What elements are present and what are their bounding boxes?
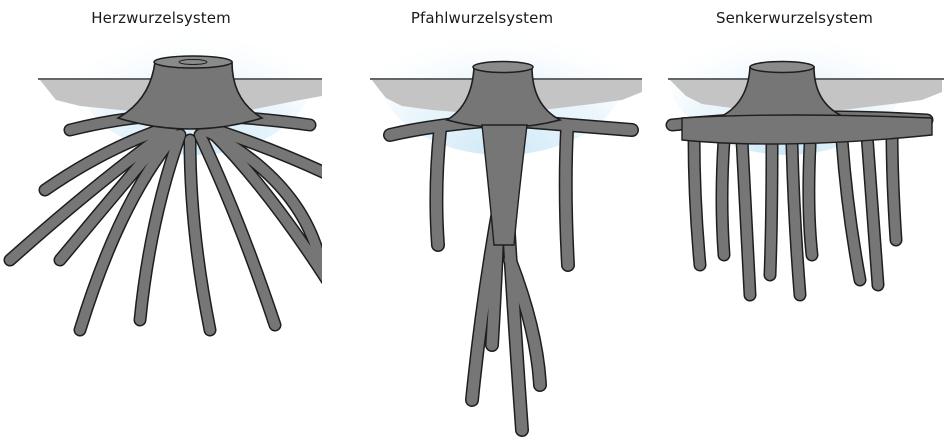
panel-title: Senkerwurzelsystem <box>642 9 947 27</box>
panel-pfahlwurzelsystem: Pfahlwurzelsystem <box>322 0 642 442</box>
panel-senkerwurzelsystem: Senkerwurzelsystem <box>642 0 947 442</box>
stump-top <box>154 56 232 68</box>
panel-title: Herzwurzelsystem <box>0 9 322 27</box>
stump-top <box>750 62 814 73</box>
panel-herzwurzelsystem: Herzwurzelsystem <box>0 0 322 442</box>
stump-top <box>473 62 533 73</box>
panel-title: Pfahlwurzelsystem <box>322 9 642 27</box>
